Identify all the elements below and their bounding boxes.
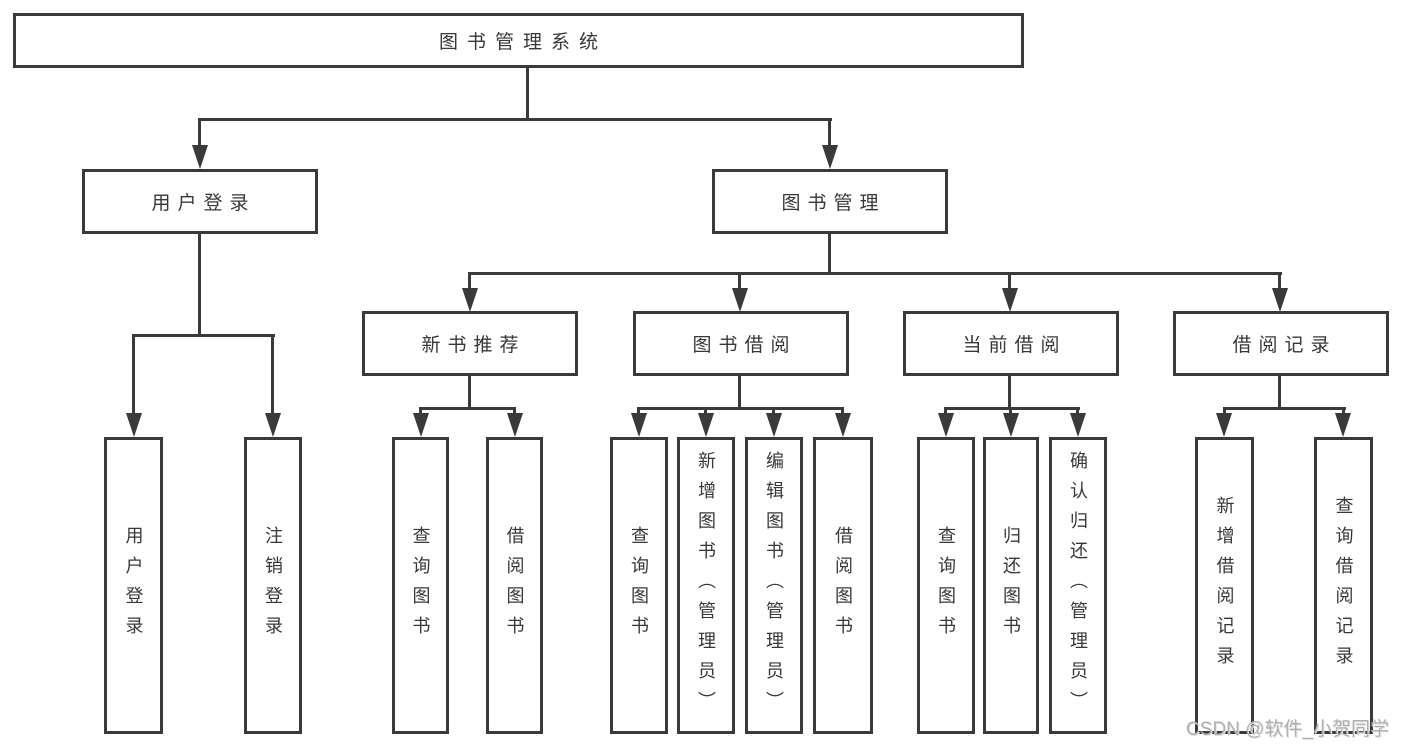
connector-vline (1342, 407, 1345, 415)
leaf-logout: 注销登录 (244, 437, 302, 734)
leaf-edit-book-admin: 编辑图书（管理员） (745, 437, 803, 734)
connector-hline (944, 407, 1080, 410)
connector-vline (1009, 407, 1012, 415)
leaf-borrow-books-recommend: 借阅图书 (486, 437, 543, 734)
arrow-down-icon (507, 413, 523, 437)
connector-hline (419, 407, 516, 410)
leaf-confirm-return-admin: 确认归还（管理员） (1049, 437, 1107, 734)
connector-hline (132, 334, 275, 337)
connector-vline (1223, 407, 1226, 415)
arrow-down-icon (1335, 413, 1351, 437)
node-new-book-recommendation: 新书推荐 (362, 311, 578, 376)
connector-vline (271, 334, 274, 414)
connector-vline (637, 407, 640, 415)
connector-vline (738, 272, 741, 290)
leaf-borrow-books-borrowing: 借阅图书 (813, 437, 873, 734)
arrow-down-icon (835, 413, 851, 437)
connector-vline (1008, 376, 1011, 410)
connector-vline (513, 407, 516, 415)
arrow-down-icon (698, 413, 714, 437)
node-current-borrowing: 当前借阅 (903, 311, 1119, 376)
leaf-query-books-current: 查询图书 (917, 437, 975, 734)
connector-hline (637, 407, 844, 410)
arrow-down-icon (1002, 288, 1018, 312)
node-library-management-system: 图书管理系统 (13, 13, 1024, 68)
connector-vline (1278, 272, 1281, 290)
leaf-add-borrow-record: 新增借阅记录 (1195, 437, 1254, 734)
arrow-down-icon (1003, 413, 1019, 437)
arrow-down-icon (126, 413, 142, 437)
leaf-query-books-borrowing: 查询图书 (610, 437, 668, 734)
connector-vline (738, 376, 741, 410)
connector-hline (198, 118, 832, 121)
connector-vline (944, 407, 947, 415)
connector-vline (468, 376, 471, 410)
connector-vline (828, 118, 831, 148)
leaf-query-books-recommend: 查询图书 (392, 437, 449, 734)
arrow-down-icon (631, 413, 647, 437)
arrow-down-icon (1070, 413, 1086, 437)
connector-vline (1076, 407, 1079, 415)
connector-vline (198, 118, 201, 148)
node-user-login: 用户登录 (82, 169, 318, 234)
connector-vline (1278, 376, 1281, 410)
arrow-down-icon (1216, 413, 1232, 437)
leaf-user-login: 用户登录 (104, 437, 163, 734)
connector-vline (1008, 272, 1011, 290)
connector-vline (841, 407, 844, 415)
node-book-borrowing: 图书借阅 (633, 311, 849, 376)
leaf-add-book-admin: 新增图书（管理员） (677, 437, 735, 734)
connector-vline (772, 407, 775, 415)
arrow-down-icon (938, 413, 954, 437)
node-borrowing-records: 借阅记录 (1173, 311, 1389, 376)
connector-hline (468, 272, 1282, 275)
connector-vline (132, 334, 135, 414)
arrow-down-icon (192, 145, 208, 169)
connector-hline (1223, 407, 1346, 410)
arrow-down-icon (413, 413, 429, 437)
watermark-text: CSDN @软件_小贺同学 (1186, 719, 1389, 740)
arrow-down-icon (462, 288, 478, 312)
connector-vline (526, 68, 529, 121)
arrow-down-icon (822, 145, 838, 169)
leaf-return-book: 归还图书 (983, 437, 1039, 734)
arrow-down-icon (732, 288, 748, 312)
connector-vline (419, 407, 422, 415)
node-book-management: 图书管理 (712, 169, 948, 234)
connector-vline (704, 407, 707, 415)
arrow-down-icon (1272, 288, 1288, 312)
connector-vline (198, 233, 201, 337)
connector-vline (828, 233, 831, 275)
arrow-down-icon (265, 413, 281, 437)
connector-vline (468, 272, 471, 290)
arrow-down-icon (766, 413, 782, 437)
leaf-query-borrow-record: 查询借阅记录 (1314, 437, 1373, 734)
